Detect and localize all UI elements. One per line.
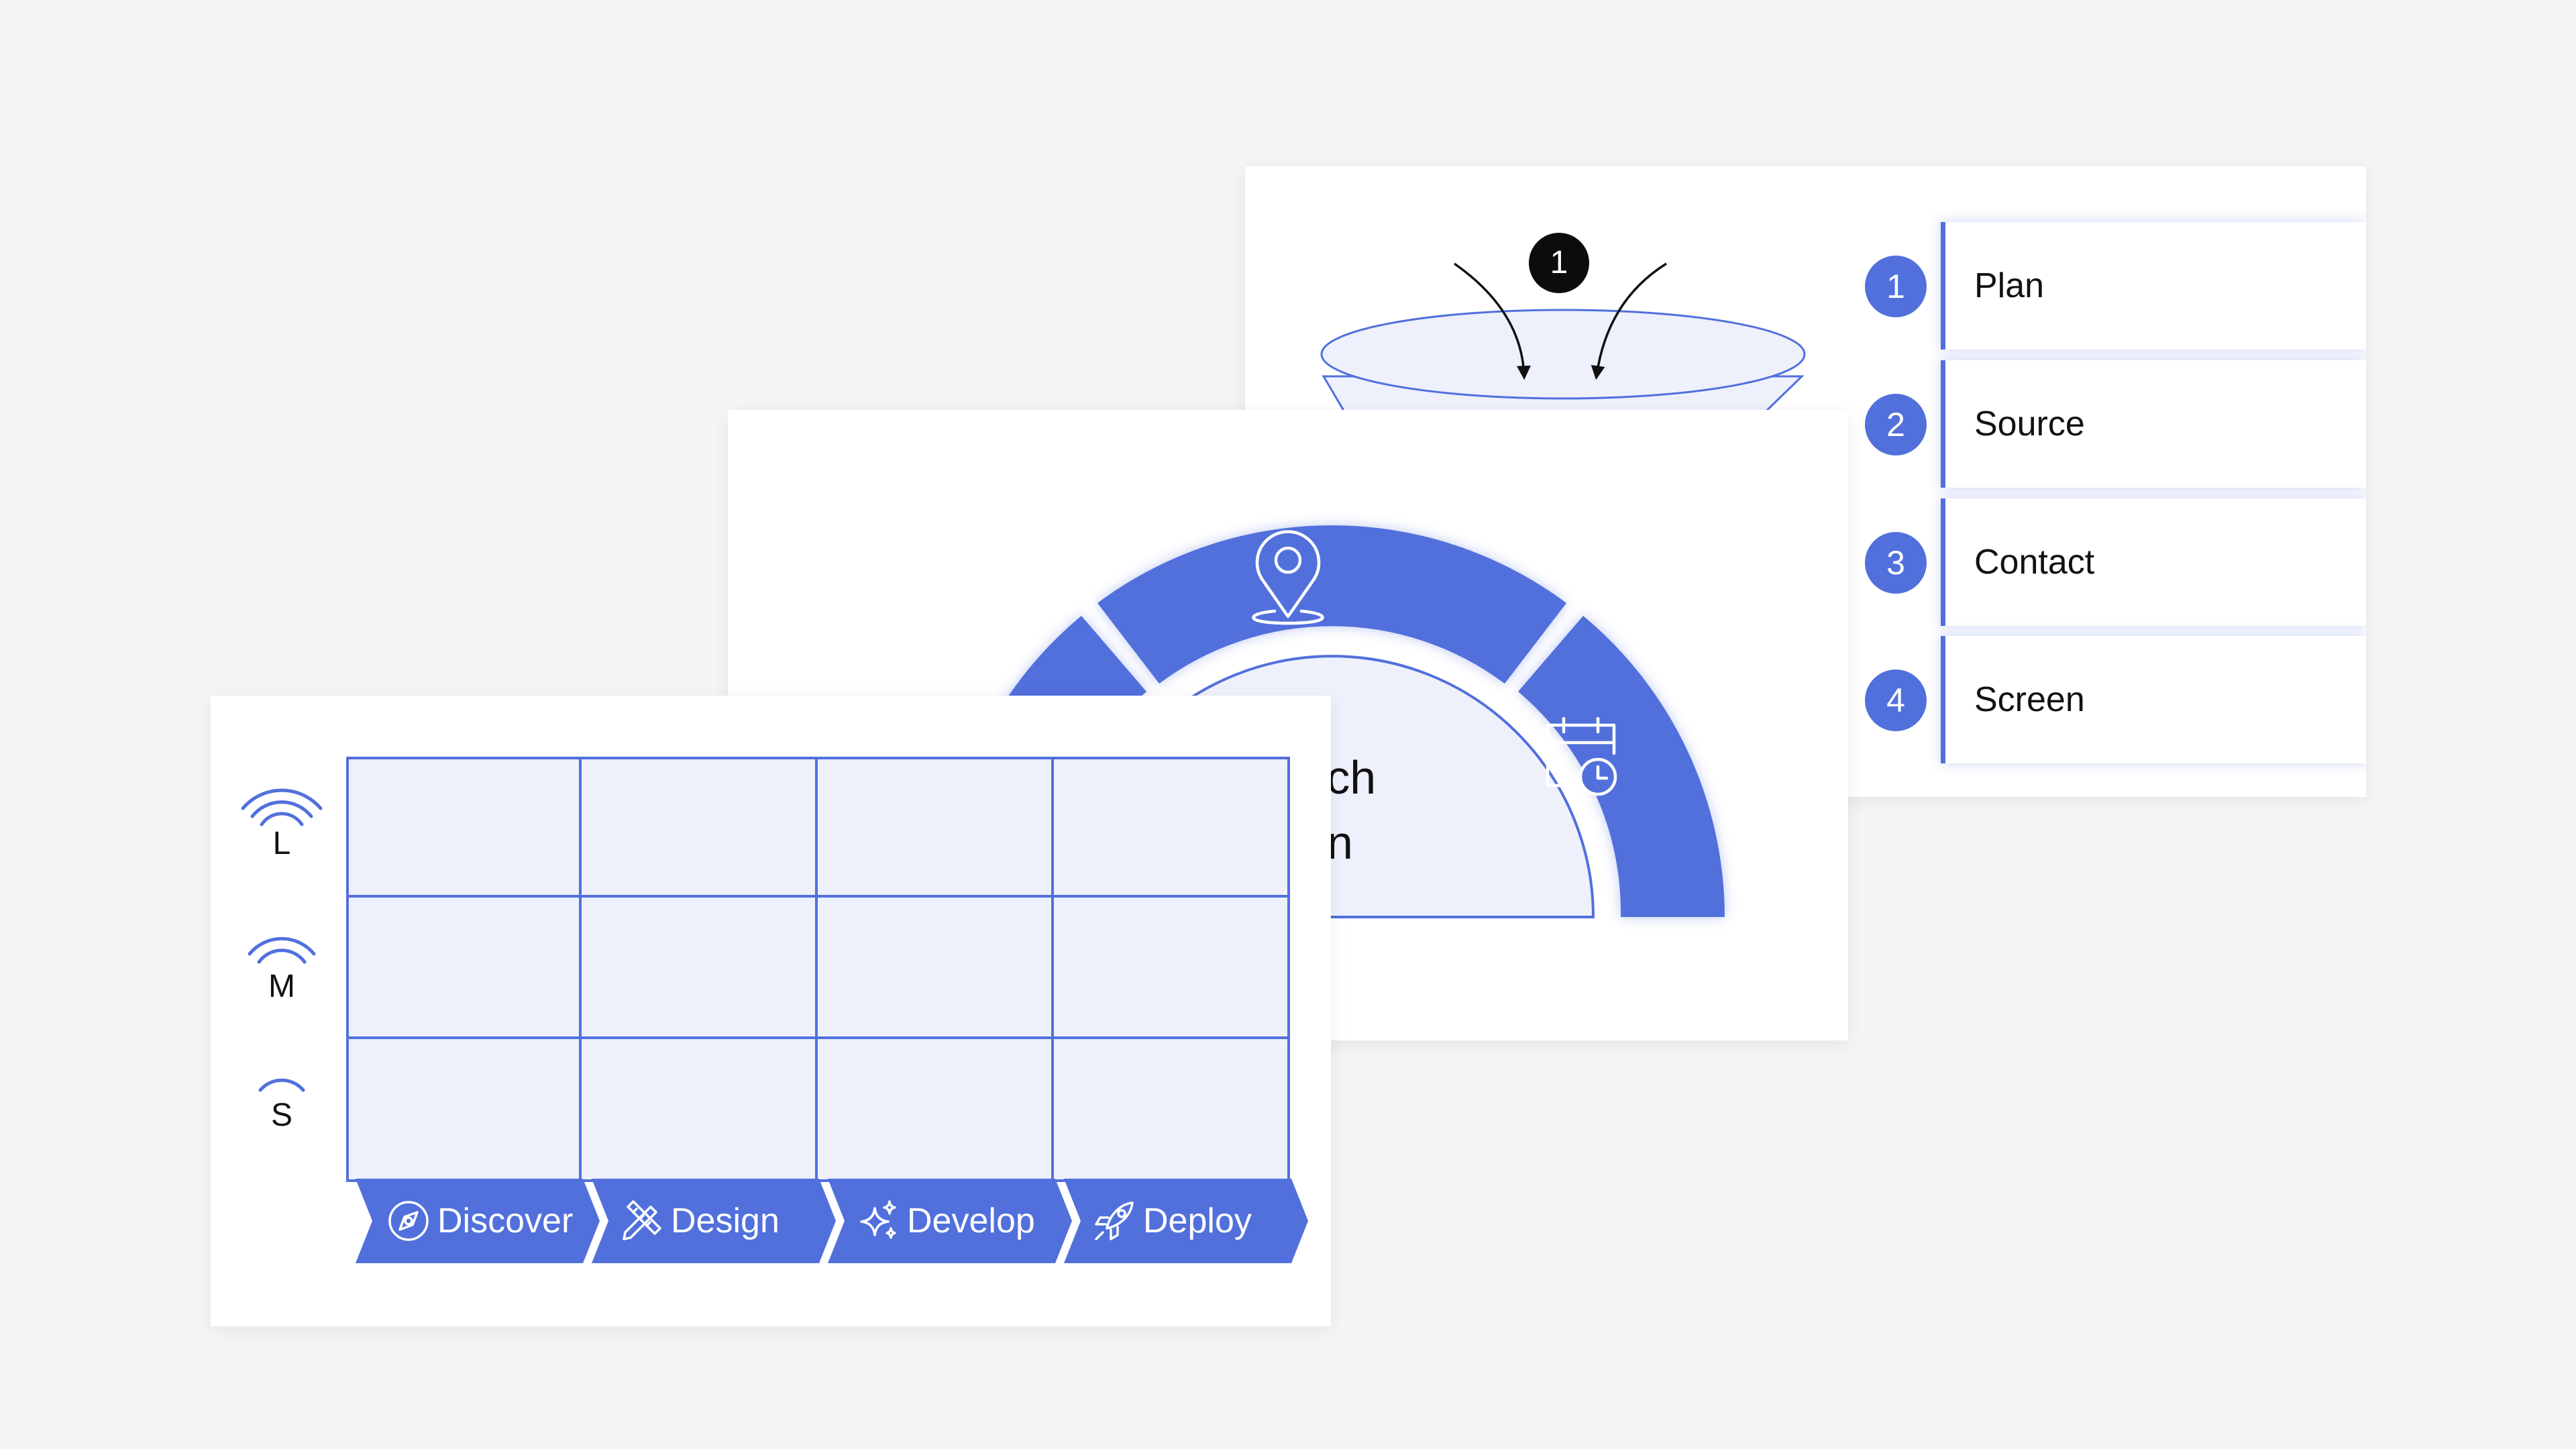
arc-partial-text-line2: n	[1327, 816, 1353, 869]
step-box: Source	[1941, 360, 2366, 488]
size-label-small: S	[270, 1097, 292, 1133]
arc-segment-top	[1097, 525, 1566, 684]
step-label: Plan	[1974, 266, 2045, 305]
sparkles-icon	[860, 1199, 896, 1239]
arc-segment-right	[1518, 616, 1725, 917]
location-pin-icon	[1252, 530, 1324, 625]
size-label-large: L	[272, 826, 291, 861]
size-label-medium: M	[268, 969, 295, 1004]
pencil-ruler-icon	[623, 1199, 661, 1240]
phase-develop: Develop	[855, 1179, 1035, 1263]
step-box: Plan	[1941, 222, 2366, 350]
phase-design: Design	[619, 1179, 780, 1263]
phase-chevron-discover	[356, 1179, 600, 1263]
step-label: Contact	[1974, 543, 2095, 582]
phase-label: Design	[671, 1201, 780, 1240]
step-number: 2	[1865, 394, 1927, 455]
phase-deploy: Deploy	[1091, 1179, 1252, 1263]
step-box: Screen	[1941, 636, 2366, 763]
funnel-rim	[1320, 309, 1806, 400]
step-badge: 1	[1529, 233, 1589, 293]
phase-chevron-develop	[828, 1179, 1072, 1263]
phase-label: Develop	[907, 1201, 1035, 1240]
phase-grid	[241, 757, 1308, 1263]
step-label: Source	[1974, 405, 2085, 443]
grid-card: L M S Discover Design	[211, 696, 1331, 1326]
step-number: 1	[1865, 256, 1927, 317]
rocket-icon	[1095, 1201, 1134, 1240]
arrow-left	[1453, 262, 1531, 380]
phase-label: Discover	[437, 1201, 574, 1240]
phase-discover: Discover	[385, 1179, 573, 1263]
phase-chevron-design	[592, 1179, 836, 1263]
arrow-right	[1591, 262, 1667, 380]
step-row-plan: 1 Plan	[1245, 222, 2366, 350]
step-number: 3	[1865, 532, 1927, 594]
step-row-contact: 3 Contact	[1245, 498, 2366, 626]
signal-medium-icon	[248, 936, 316, 964]
step-number: 4	[1865, 669, 1927, 731]
signal-large-icon	[241, 788, 323, 826]
step-row-source: 2 Source	[1245, 360, 2366, 488]
signal-small-icon	[258, 1078, 305, 1092]
step-row-screen: 4 Screen	[1245, 636, 2366, 763]
phase-label: Deploy	[1143, 1201, 1252, 1240]
step-label: Screen	[1974, 680, 2085, 719]
step-box: Contact	[1941, 498, 2366, 626]
grid-fill	[347, 758, 1289, 1181]
compass-icon	[388, 1200, 429, 1241]
phase-chevron-deploy	[1064, 1179, 1308, 1263]
calendar-clock-icon	[1546, 716, 1617, 796]
